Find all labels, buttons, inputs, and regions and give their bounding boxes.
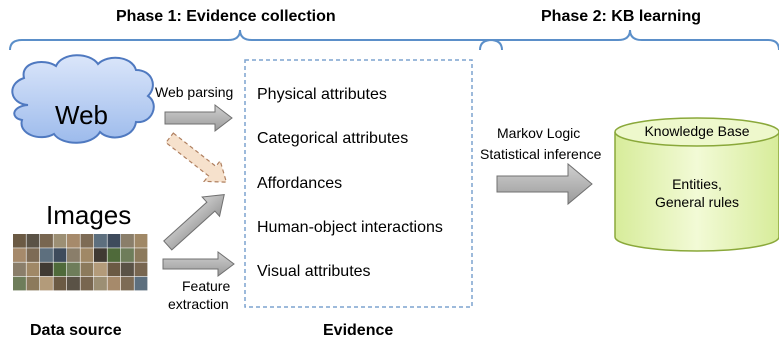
image-thumbnail [134, 262, 148, 277]
data-source-label: Data source [30, 322, 122, 339]
image-thumbnail [134, 248, 148, 262]
image-thumbnail [13, 248, 26, 262]
image-thumbnail [94, 248, 107, 262]
image-thumbnail [13, 276, 26, 291]
image-thumbnail [80, 234, 94, 248]
evidence-item: Physical attributes [257, 86, 387, 103]
evidence-item: Human-object interactions [257, 219, 443, 236]
web-cloud-shape [11, 54, 155, 144]
image-thumbnail [80, 262, 94, 277]
image-thumbnail [53, 262, 67, 277]
phase1-brace [9, 29, 503, 51]
phase1-title: Phase 1: Evidence collection [116, 8, 336, 25]
dashed-arrow [165, 132, 228, 183]
image-thumbnail [121, 276, 134, 291]
images-to-affordance-arrow [163, 194, 225, 251]
images-label: Images [46, 200, 132, 230]
image-thumbnail [94, 234, 107, 248]
web-parsing-label: Web parsing [155, 84, 234, 100]
evidence-item: Visual attributes [257, 263, 371, 280]
image-thumbnails [13, 234, 148, 291]
web-parsing-arrow [164, 103, 233, 133]
kb-cylinder-top [614, 117, 779, 147]
image-thumbnail [53, 248, 67, 262]
kb-title: Knowledge Base [644, 123, 750, 139]
image-thumbnail [67, 262, 80, 277]
inference-label-line1: Markov Logic [497, 125, 581, 141]
image-thumbnail [121, 248, 134, 262]
image-thumbnail [67, 248, 80, 262]
image-thumbnail [80, 276, 94, 291]
image-thumbnail [134, 276, 148, 291]
feature-extraction-arrow [162, 251, 235, 277]
image-thumbnail [53, 234, 67, 248]
image-thumbnail [80, 248, 94, 262]
image-thumbnail [26, 276, 40, 291]
evidence-box [244, 59, 473, 308]
image-thumbnail [67, 276, 80, 291]
image-thumbnail [40, 262, 53, 277]
image-thumbnail [26, 248, 40, 262]
inference-arrow [496, 162, 593, 206]
image-thumbnail [67, 234, 80, 248]
image-thumbnail [13, 234, 26, 248]
image-thumbnail [107, 276, 121, 291]
image-thumbnail [26, 262, 40, 277]
image-thumbnail [107, 248, 121, 262]
kb-content-line1: Entities, [672, 176, 722, 192]
image-thumbnail [121, 234, 134, 248]
evidence-footer-label: Evidence [323, 322, 394, 339]
image-thumbnail [26, 234, 40, 248]
evidence-item: Categorical attributes [257, 130, 409, 147]
kb-content-line2: General rules [654, 194, 740, 210]
phase2-title: Phase 2: KB learning [541, 8, 702, 25]
image-thumbnail [107, 262, 121, 277]
image-thumbnail [40, 234, 53, 248]
image-thumbnail [40, 276, 53, 291]
kb-cylinder-body [614, 132, 779, 252]
image-thumbnail [13, 262, 26, 277]
phase2-brace [479, 29, 779, 51]
feature-label-line1: Feature [182, 278, 231, 294]
inference-label-line2: Statistical inference [480, 146, 602, 162]
image-thumbnail [53, 276, 67, 291]
image-thumbnail [107, 234, 121, 248]
image-thumbnail [134, 234, 148, 248]
image-thumbnail [94, 262, 107, 277]
evidence-item: Affordances [257, 175, 343, 192]
image-thumbnail [40, 248, 53, 262]
image-thumbnail [121, 262, 134, 277]
web-label: Web [55, 100, 108, 130]
image-thumbnail [94, 276, 107, 291]
feature-label-line2: extraction [168, 296, 229, 312]
